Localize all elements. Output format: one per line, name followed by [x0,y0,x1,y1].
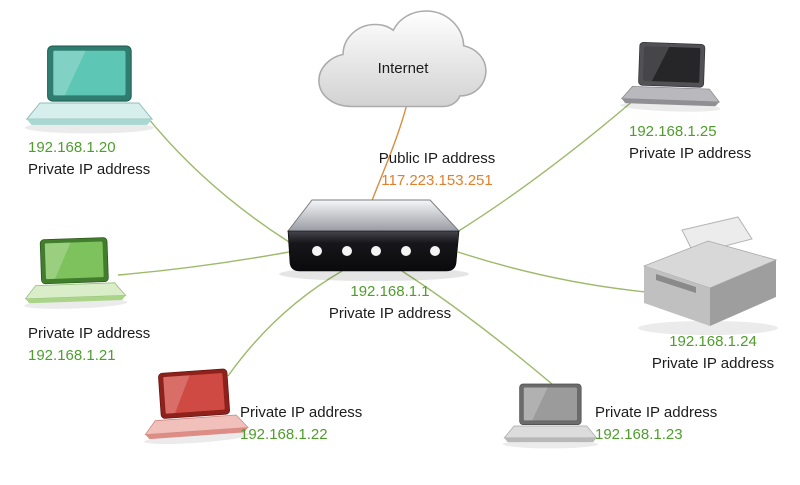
printer-side-face [710,260,776,326]
laptop-screen-shine [53,50,86,96]
link-router-laptop20 [139,107,290,243]
laptop-screen [44,241,104,280]
laptop23-ip-address: 192.168.1.23 [595,426,683,443]
link-router-laptop23 [401,270,553,385]
laptop23-ip-caption: Private IP address [595,404,718,421]
wan-label-block: Public IP address 117.223.153.251 [362,148,512,192]
router-led [401,246,411,256]
link-internet-router [370,99,409,204]
printer24-ip-caption: Private IP address [651,355,775,372]
laptop21-ip-caption: Private IP address [28,325,151,342]
laptop-screen [643,46,701,83]
router-led [342,246,352,256]
laptop21-label-block: Private IP address 192.168.1.21 [28,323,150,367]
laptop21-ip-address: 192.168.1.21 [28,347,116,364]
laptop22-icon [144,368,251,445]
laptop25-ip-caption: Private IP address [629,145,752,162]
laptop21-icon [24,237,128,309]
router-ip-address: 192.168.1.1 [350,283,430,300]
laptop-base [503,425,598,439]
cloud-shape [318,10,487,108]
link-router-printer [457,251,647,293]
laptop-screen-shine [44,242,71,280]
laptop22-ip-address: 192.168.1.22 [240,426,328,443]
laptop25-ip-address: 192.168.1.25 [629,123,717,140]
laptop-shadow [502,440,598,449]
laptop-base-lip [25,295,126,304]
laptop23-icon [502,383,598,449]
laptop-screen [163,373,225,414]
router-ip-caption: Private IP address [328,305,452,322]
laptop25-label-block: 192.168.1.25 Private IP address [629,121,751,165]
laptop20-ip-caption: Private IP address [28,161,151,178]
public-ip-caption: Public IP address [378,150,496,167]
router-led [312,246,322,256]
router-label-block: 192.168.1.1 Private IP address [306,281,474,325]
laptop-base [24,282,127,300]
laptop-base [25,102,154,120]
printer-shadow [638,321,778,335]
internet-label-block: Internet [338,58,468,80]
connection-lines [117,99,647,385]
laptop-screen [523,387,577,421]
laptop22-label-block: Private IP address 192.168.1.22 [240,402,362,446]
laptop-base-lip [26,119,153,125]
laptop-screen [53,50,126,96]
internet-cloud-icon [318,10,487,108]
laptop-screen-shine [163,375,190,414]
router-icon [279,199,469,281]
public-ip-address: 117.223.153.251 [381,172,493,189]
router-leds [312,246,440,256]
laptop-base-lip [621,98,720,107]
printer24-ip-address: 192.168.1.24 [669,333,757,350]
printer24-icon [638,216,778,335]
laptop-screen-shine [643,46,670,82]
router-led [430,246,440,256]
laptop20-ip-address: 192.168.1.20 [28,139,116,156]
link-router-laptop25 [456,99,635,233]
link-router-laptop21 [117,251,290,276]
printer24-label-block: 192.168.1.24 Private IP address [632,331,794,375]
laptop20-label-block: 192.168.1.20 Private IP address [28,137,150,181]
laptop-screen-shine [523,387,548,421]
laptop22-ip-caption: Private IP address [240,404,363,421]
link-router-laptop22 [227,270,343,377]
laptop-base-lip [504,437,597,443]
laptop25-icon [619,41,721,112]
internet-label: Internet [377,60,429,77]
router-led [371,246,381,256]
laptop-base [144,414,249,436]
laptop-base [620,85,721,103]
laptop-base-lip [145,427,249,440]
laptop-shadow [144,432,251,445]
router-top-face [286,199,461,232]
printer-output-slot [656,274,696,293]
laptop23-label-block: Private IP address 192.168.1.23 [595,402,717,446]
laptop20-icon [24,45,154,134]
